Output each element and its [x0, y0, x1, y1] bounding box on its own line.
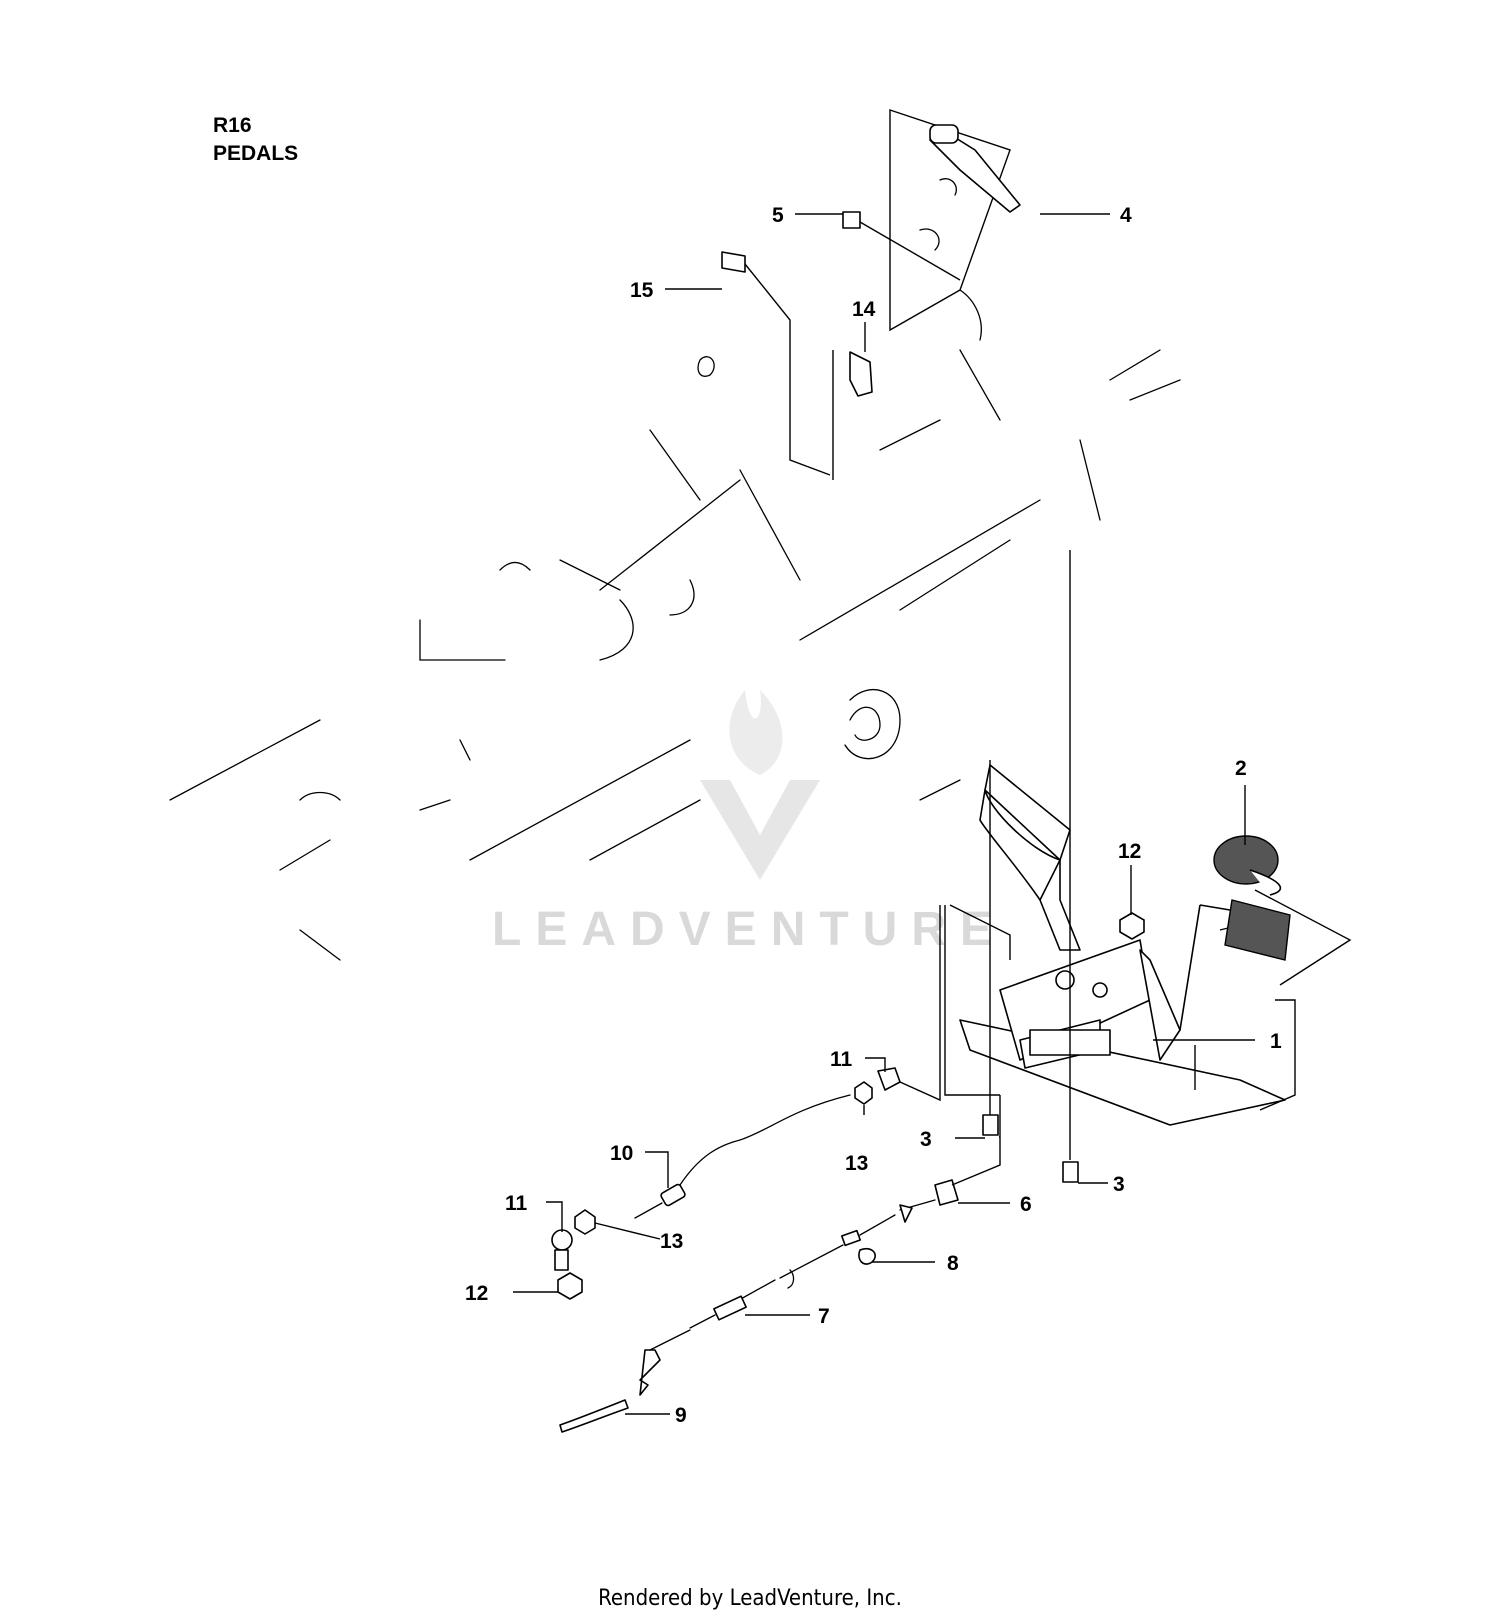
footer-credit: Rendered by LeadVenture, Inc.	[598, 1586, 902, 1611]
watermark-text: LEADVENTURE	[492, 903, 1006, 956]
callout-3-left: 3	[920, 1128, 932, 1151]
diagram-title: PEDALS	[213, 142, 299, 165]
nut-part-12-upper	[1119, 912, 1145, 940]
clip-part-14	[849, 351, 873, 397]
callout-10: 10	[610, 1142, 633, 1165]
callout-15: 15	[630, 279, 654, 302]
cable-part-10	[551, 905, 941, 1300]
nut-part-13-upper	[854, 1081, 873, 1105]
nut-part-13-lower	[574, 1209, 596, 1235]
spring-part-9	[559, 1399, 629, 1433]
callout-7: 7	[818, 1305, 830, 1328]
callout-12-upper: 12	[1118, 840, 1141, 863]
bolts-part-3	[982, 550, 1079, 1183]
callout-1: 1	[1270, 1030, 1282, 1053]
bolt-part-5	[842, 211, 861, 229]
callout-labels: 1 2 3 3 4 5 6 7 8 9 10 11 11 12 12 13 13…	[465, 204, 1282, 1427]
callout-14: 14	[852, 298, 876, 321]
callout-11-upper: 11	[830, 1048, 853, 1071]
spring-part-6	[934, 1179, 959, 1206]
callout-13-lower: 13	[660, 1230, 683, 1253]
callout-2: 2	[1235, 757, 1247, 780]
bolt-part-15	[721, 251, 746, 273]
watermark: LEADVENTURE	[492, 690, 1006, 956]
bolt-part-3-left	[982, 1114, 999, 1136]
ball-joint-part-11-lower	[551, 1229, 573, 1251]
callout-4: 4	[1120, 204, 1132, 227]
hardware-upper	[721, 211, 961, 480]
diagram-model-code: R16	[213, 114, 252, 137]
callout-leaders	[513, 213, 1255, 1415]
nut-part-12-lower	[557, 1272, 583, 1300]
callout-13-upper: 13	[845, 1152, 868, 1175]
ball-joint-part-11-upper	[877, 1067, 901, 1091]
callout-5: 5	[772, 204, 784, 227]
pedal-pad-part-2	[1179, 835, 1352, 1031]
callout-9: 9	[675, 1404, 687, 1427]
cable-part-7	[559, 1095, 1001, 1433]
bolt-part-3-right	[1062, 1161, 1079, 1183]
callout-3-right: 3	[1113, 1173, 1125, 1196]
watermark-flame-icon	[729, 690, 783, 775]
callout-8: 8	[947, 1252, 959, 1275]
pedal-assembly-part-1	[944, 764, 1296, 1126]
watermark-logo-mark	[700, 780, 820, 880]
callout-12-lower: 12	[465, 1282, 488, 1305]
bracket-panel-part-4	[889, 109, 1021, 341]
frame-ghost-lines	[169, 349, 1181, 961]
callout-6: 6	[1020, 1193, 1032, 1216]
callout-11-lower: 11	[505, 1192, 528, 1215]
